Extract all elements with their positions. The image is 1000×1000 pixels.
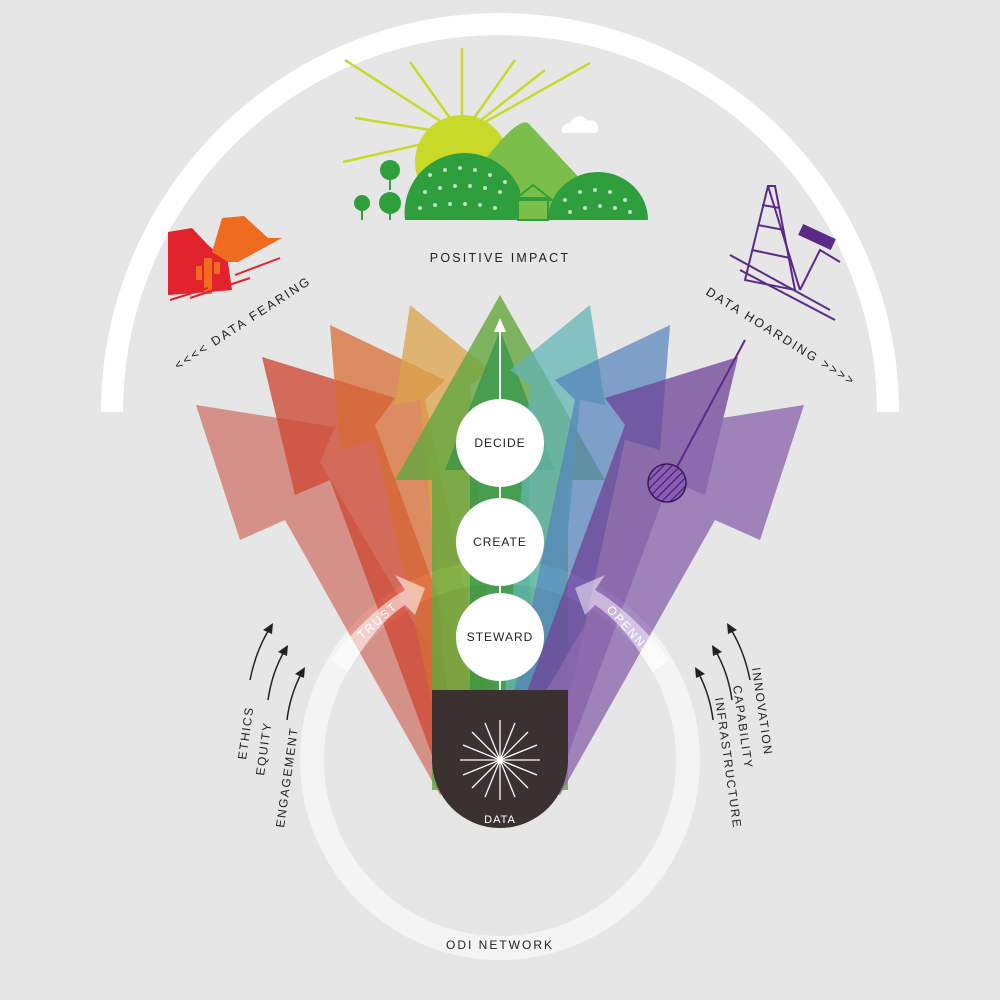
process-node-decide[interactable]: DECIDE	[456, 399, 544, 487]
barn-icon	[517, 197, 549, 221]
svg-text:DECIDE: DECIDE	[474, 436, 525, 450]
hill-center	[404, 153, 520, 220]
positive-impact-landscape	[342, 48, 648, 221]
trust-arrow	[330, 575, 425, 672]
data-label: DATA	[484, 814, 516, 826]
cloud-icon	[561, 116, 599, 133]
process-node-steward[interactable]: STEWARD	[456, 593, 544, 681]
odi-network-label: ODI NETWORK	[446, 938, 554, 952]
crop-pattern	[418, 166, 632, 214]
left-factor-equity: EQUITY	[253, 721, 274, 777]
left-factor-ethics: ETHICS	[235, 705, 256, 760]
left-factor-engagement: ENGAGEMENT	[273, 726, 301, 828]
data-hoarding-well-icon	[647, 463, 687, 503]
openness-arrow	[575, 575, 670, 672]
arrow-purple-far	[500, 405, 804, 795]
svg-text:STEWARD: STEWARD	[467, 630, 534, 644]
hill-right	[548, 172, 648, 220]
cactus-icon	[196, 258, 220, 294]
process-node-create[interactable]: CREATE	[456, 498, 544, 586]
data-hoarding-oilrig-icon	[669, 185, 841, 481]
data-fearing-desert-icon	[168, 216, 282, 301]
positive-impact-label: POSITIVE IMPACT	[430, 251, 570, 265]
positive-impact-arc	[101, 13, 899, 413]
left-factor-arrows	[249, 623, 305, 721]
right-factor-arrows	[695, 623, 751, 721]
data-node	[432, 690, 568, 828]
tree-icons	[354, 160, 401, 220]
svg-text:CREATE: CREATE	[473, 535, 527, 549]
